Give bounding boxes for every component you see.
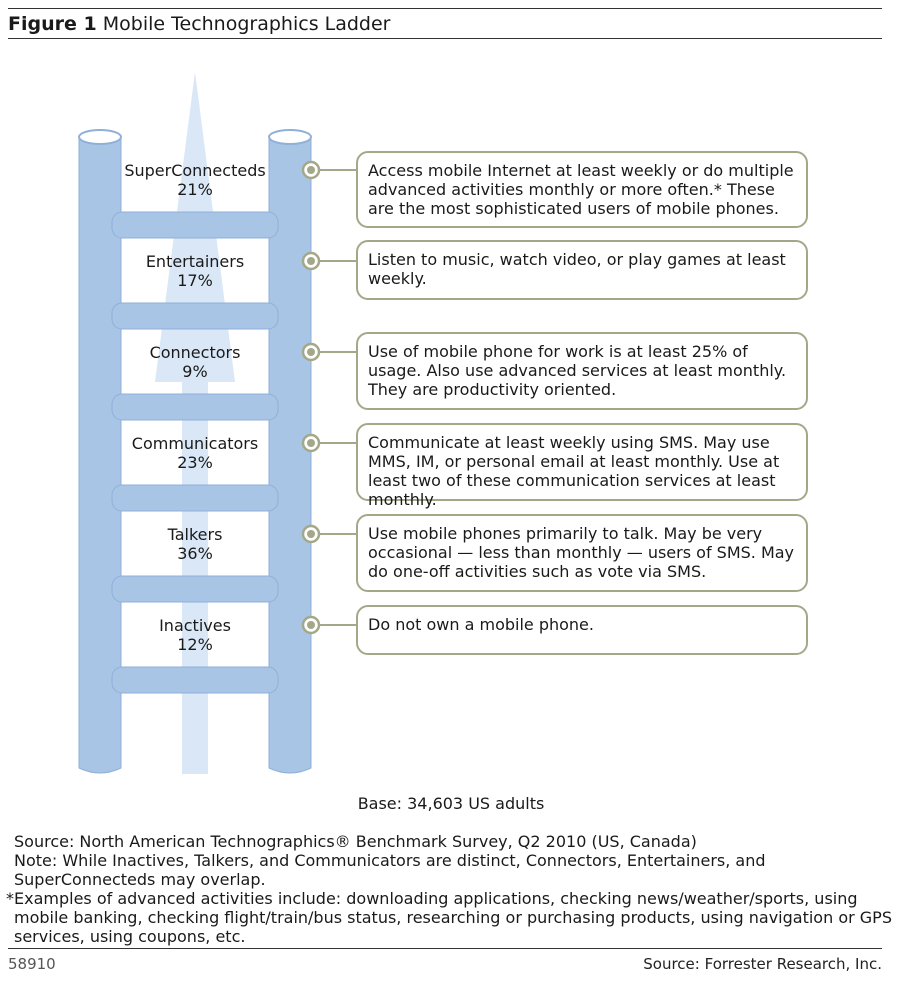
figure-id: 58910 (8, 955, 56, 973)
rung-label-connectors: Connectors 9% (110, 343, 280, 381)
ladder-rungs (111, 211, 279, 694)
top-rule (8, 8, 882, 9)
connector-communicators (301, 433, 358, 453)
rung-bar (111, 393, 279, 421)
rung-label-superconnecteds: SuperConnecteds 21% (110, 161, 280, 199)
right-rail (268, 129, 312, 774)
connector-superconnecteds (301, 160, 358, 180)
rung-label-communicators: Communicators 23% (110, 434, 280, 472)
notes-block: Source: North American Technographics® B… (6, 832, 894, 946)
figure-label: Figure 1 (8, 13, 97, 35)
connector-inactives (301, 615, 358, 635)
rung-percent: 9% (182, 362, 208, 381)
ladder-diagram (78, 72, 358, 774)
rung-label-inactives: Inactives 12% (110, 616, 280, 654)
connector-connectors (301, 342, 358, 362)
description-text: Do not own a mobile phone. (368, 615, 594, 634)
connector-entertainers (301, 251, 358, 271)
description-box-connectors: Use of mobile phone for work is at least… (356, 332, 808, 410)
overlap-note: Note: While Inactives, Talkers, and Comm… (14, 851, 766, 889)
rung-name: Connectors (149, 343, 241, 362)
figure-title: Figure 1 Mobile Technographics Ladder (8, 12, 390, 36)
base-note: Base: 34,603 US adults (357, 794, 545, 813)
rung-bar (111, 484, 279, 512)
figure-title-text: Mobile Technographics Ladder (102, 13, 391, 35)
footnote-marker: * (6, 889, 14, 908)
rung-bar (111, 575, 279, 603)
bottom-rule (8, 948, 882, 949)
title-rule (8, 38, 882, 39)
description-box-inactives: Do not own a mobile phone. (356, 605, 808, 655)
description-text: Communicate at least weekly using SMS. M… (368, 433, 780, 509)
rung-bar (111, 666, 279, 694)
description-box-entertainers: Listen to music, watch video, or play ga… (356, 240, 808, 300)
rung-percent: 12% (177, 635, 213, 654)
rung-percent: 36% (177, 544, 213, 563)
rung-percent: 21% (177, 180, 213, 199)
left-rail (78, 129, 122, 774)
rung-label-talkers: Talkers 36% (110, 525, 280, 563)
rung-label-entertainers: Entertainers 17% (110, 252, 280, 290)
source-note: Source: North American Technographics® B… (14, 832, 697, 851)
connector-talkers (301, 524, 358, 544)
connectors (301, 160, 358, 635)
rung-name: Communicators (131, 434, 259, 453)
description-box-communicators: Communicate at least weekly using SMS. M… (356, 423, 808, 509)
rung-name: Talkers (167, 525, 223, 544)
rung-name: Inactives (159, 616, 231, 635)
rung-bar (111, 211, 279, 239)
description-box-superconnecteds: Access mobile Internet at least weekly o… (356, 151, 808, 228)
footnote: *Examples of advanced activities include… (6, 889, 894, 946)
description-box-talkers: Use mobile phones primarily to talk. May… (356, 514, 808, 592)
description-text: Use mobile phones primarily to talk. May… (368, 524, 795, 581)
footnote-text: Examples of advanced activities include:… (14, 889, 892, 946)
rung-percent: 17% (177, 271, 213, 290)
description-text: Use of mobile phone for work is at least… (368, 342, 787, 399)
rung-percent: 23% (177, 453, 213, 472)
rung-bar (111, 302, 279, 330)
rung-name: Entertainers (145, 252, 245, 271)
upward-arrow (155, 72, 235, 774)
rung-name: SuperConnecteds (124, 161, 266, 180)
description-text: Listen to music, watch video, or play ga… (368, 250, 786, 288)
footer-source: Source: Forrester Research, Inc. (643, 955, 882, 973)
description-text: Access mobile Internet at least weekly o… (368, 161, 794, 218)
